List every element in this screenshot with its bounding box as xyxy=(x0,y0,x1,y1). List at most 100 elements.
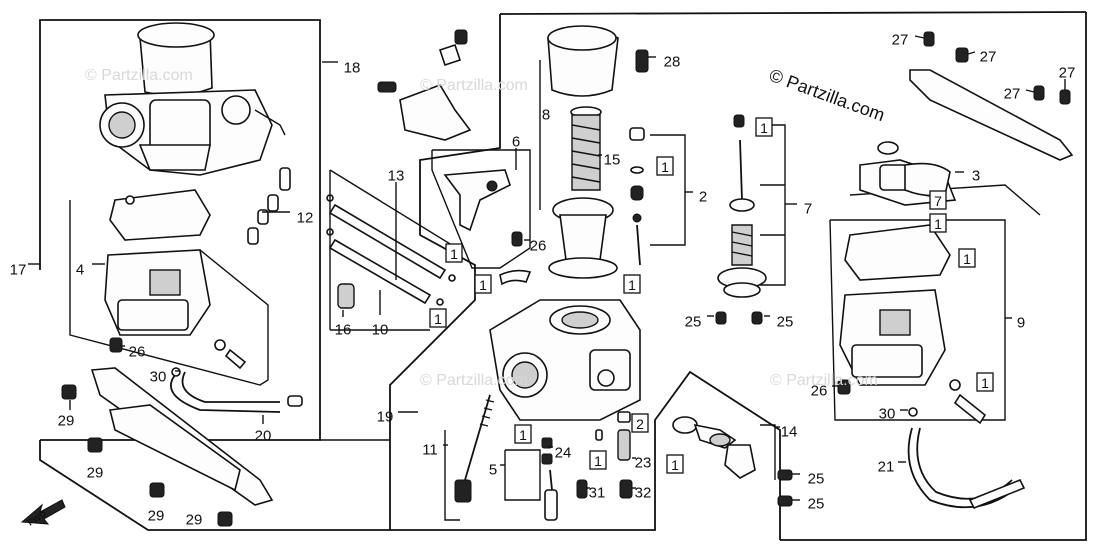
watermark-faint-1: © Partzilla.com xyxy=(85,67,193,84)
bracket-top-middle xyxy=(377,29,472,141)
callout-c18: 18 xyxy=(344,60,361,77)
jet-set-12 xyxy=(247,167,291,245)
callout-box-text: 1 xyxy=(450,246,458,262)
callout-box-frame xyxy=(958,248,976,268)
watermark-faint-4: © Partzilla.com xyxy=(770,372,878,389)
callout-c14: 14 xyxy=(781,424,798,441)
boxed-callout-b1c: 1 xyxy=(429,308,447,328)
callout-c27d: 27 xyxy=(1004,86,1021,103)
callout-c11: 11 xyxy=(422,442,438,459)
callout-box-frame xyxy=(755,117,773,137)
callout-c25c: 25 xyxy=(808,471,825,488)
callout-box-frame xyxy=(929,213,947,233)
tube-21 xyxy=(907,427,1026,510)
boxed-callout-b1a: 1 xyxy=(445,243,463,263)
callout-box-text: 1 xyxy=(479,277,487,293)
watermark-faint-2: © Partzilla.com xyxy=(420,77,528,94)
carburetor-assembly-left xyxy=(99,22,286,176)
callout-c19: 19 xyxy=(377,409,394,426)
forward-arrow xyxy=(20,499,66,525)
callout-box-text: 1 xyxy=(963,251,971,267)
screw-26-left xyxy=(109,337,123,353)
leader-lines xyxy=(28,35,1066,501)
frame-group-18 xyxy=(69,200,269,386)
boxed-callout-b1j: 1 xyxy=(514,424,532,444)
callout-c3: 3 xyxy=(972,168,980,185)
callout-c29a: 29 xyxy=(58,413,75,430)
callout-c7a: 7 xyxy=(804,201,812,218)
callout-box-frame xyxy=(429,308,447,328)
callout-c15: 15 xyxy=(604,152,621,169)
choke-assembly-14 xyxy=(672,416,793,507)
callout-box-text: 1 xyxy=(519,427,527,443)
bracket-lower-left xyxy=(61,367,274,527)
callout-c10: 10 xyxy=(372,322,389,339)
callout-c21: 21 xyxy=(878,459,895,476)
callout-c5: 5 xyxy=(489,462,497,479)
callout-box-text: 1 xyxy=(628,277,636,293)
callout-c25a: 25 xyxy=(685,314,702,331)
boxed-callout-b1i: 1 xyxy=(976,372,994,392)
boxed-callout-b1g: 1 xyxy=(929,213,947,233)
callout-box-text: 1 xyxy=(594,453,602,469)
callout-box-text: 1 xyxy=(671,457,679,473)
boxed-callout-b1h: 1 xyxy=(958,248,976,268)
callout-box-text: 1 xyxy=(981,375,989,391)
pump-set-7 xyxy=(715,114,786,325)
callout-c29c: 29 xyxy=(148,508,165,525)
callout-c17: 17 xyxy=(10,262,27,279)
callout-box-frame xyxy=(514,424,532,444)
watermark-main: © Partzilla.com xyxy=(767,65,888,125)
callout-c26b: 26 xyxy=(530,238,547,255)
callout-c30b: 30 xyxy=(879,406,896,423)
callout-c27b: 27 xyxy=(980,49,997,66)
callout-c30a: 30 xyxy=(150,369,167,386)
boxed-callout-b1b: 1 xyxy=(474,274,492,294)
linkage-6 xyxy=(431,149,532,286)
watermark-faint-3: © Partzilla.com xyxy=(420,372,528,389)
boxed-callout-b2b: 2 xyxy=(631,413,649,433)
callout-c28: 28 xyxy=(664,54,681,71)
boxed-callout-b1e: 1 xyxy=(623,274,641,294)
boxed-callout-b7b: 7 xyxy=(929,190,947,210)
callout-box-frame xyxy=(474,274,492,294)
tube-20 xyxy=(170,367,303,413)
boxed-callout-b1k: 1 xyxy=(589,450,607,470)
callout-box-text: 2 xyxy=(636,416,644,432)
callout-c25d: 25 xyxy=(808,496,825,513)
callout-c27a: 27 xyxy=(892,32,909,49)
callout-box-text: 1 xyxy=(434,311,442,327)
carburetor-assembly-center xyxy=(489,299,641,421)
callout-c8: 8 xyxy=(542,107,550,124)
callout-c24: 24 xyxy=(555,445,572,462)
callout-c6: 6 xyxy=(512,134,520,151)
callout-c26a: 26 xyxy=(129,344,146,361)
callout-box-frame xyxy=(656,156,674,176)
callout-box-frame xyxy=(631,413,649,433)
callout-c29d: 29 xyxy=(186,512,203,529)
float-bowl-left xyxy=(104,189,247,370)
callout-c9: 9 xyxy=(1017,315,1025,332)
callout-box-frame xyxy=(445,243,463,263)
jets-group-5 xyxy=(504,411,633,521)
needle-set-2 xyxy=(629,127,686,266)
callout-c23: 23 xyxy=(635,455,652,472)
boxed-callout-b1d: 1 xyxy=(656,156,674,176)
callout-c12: 12 xyxy=(297,210,314,227)
boxed-callout-b1l: 1 xyxy=(666,454,684,474)
throttle-stop-11 xyxy=(444,394,495,521)
callout-c29b: 29 xyxy=(87,465,104,482)
callout-c2a: 2 xyxy=(699,189,707,206)
callout-box-frame xyxy=(623,274,641,294)
callout-c31: 31 xyxy=(589,485,606,502)
callout-box-text: 1 xyxy=(760,120,768,136)
callout-c32: 32 xyxy=(635,485,652,502)
bracket-top-right xyxy=(909,31,1074,161)
callout-box-text: 7 xyxy=(934,193,942,209)
callout-box-frame xyxy=(976,372,994,392)
callout-box-frame xyxy=(589,450,607,470)
callout-box-text: 1 xyxy=(661,159,669,175)
